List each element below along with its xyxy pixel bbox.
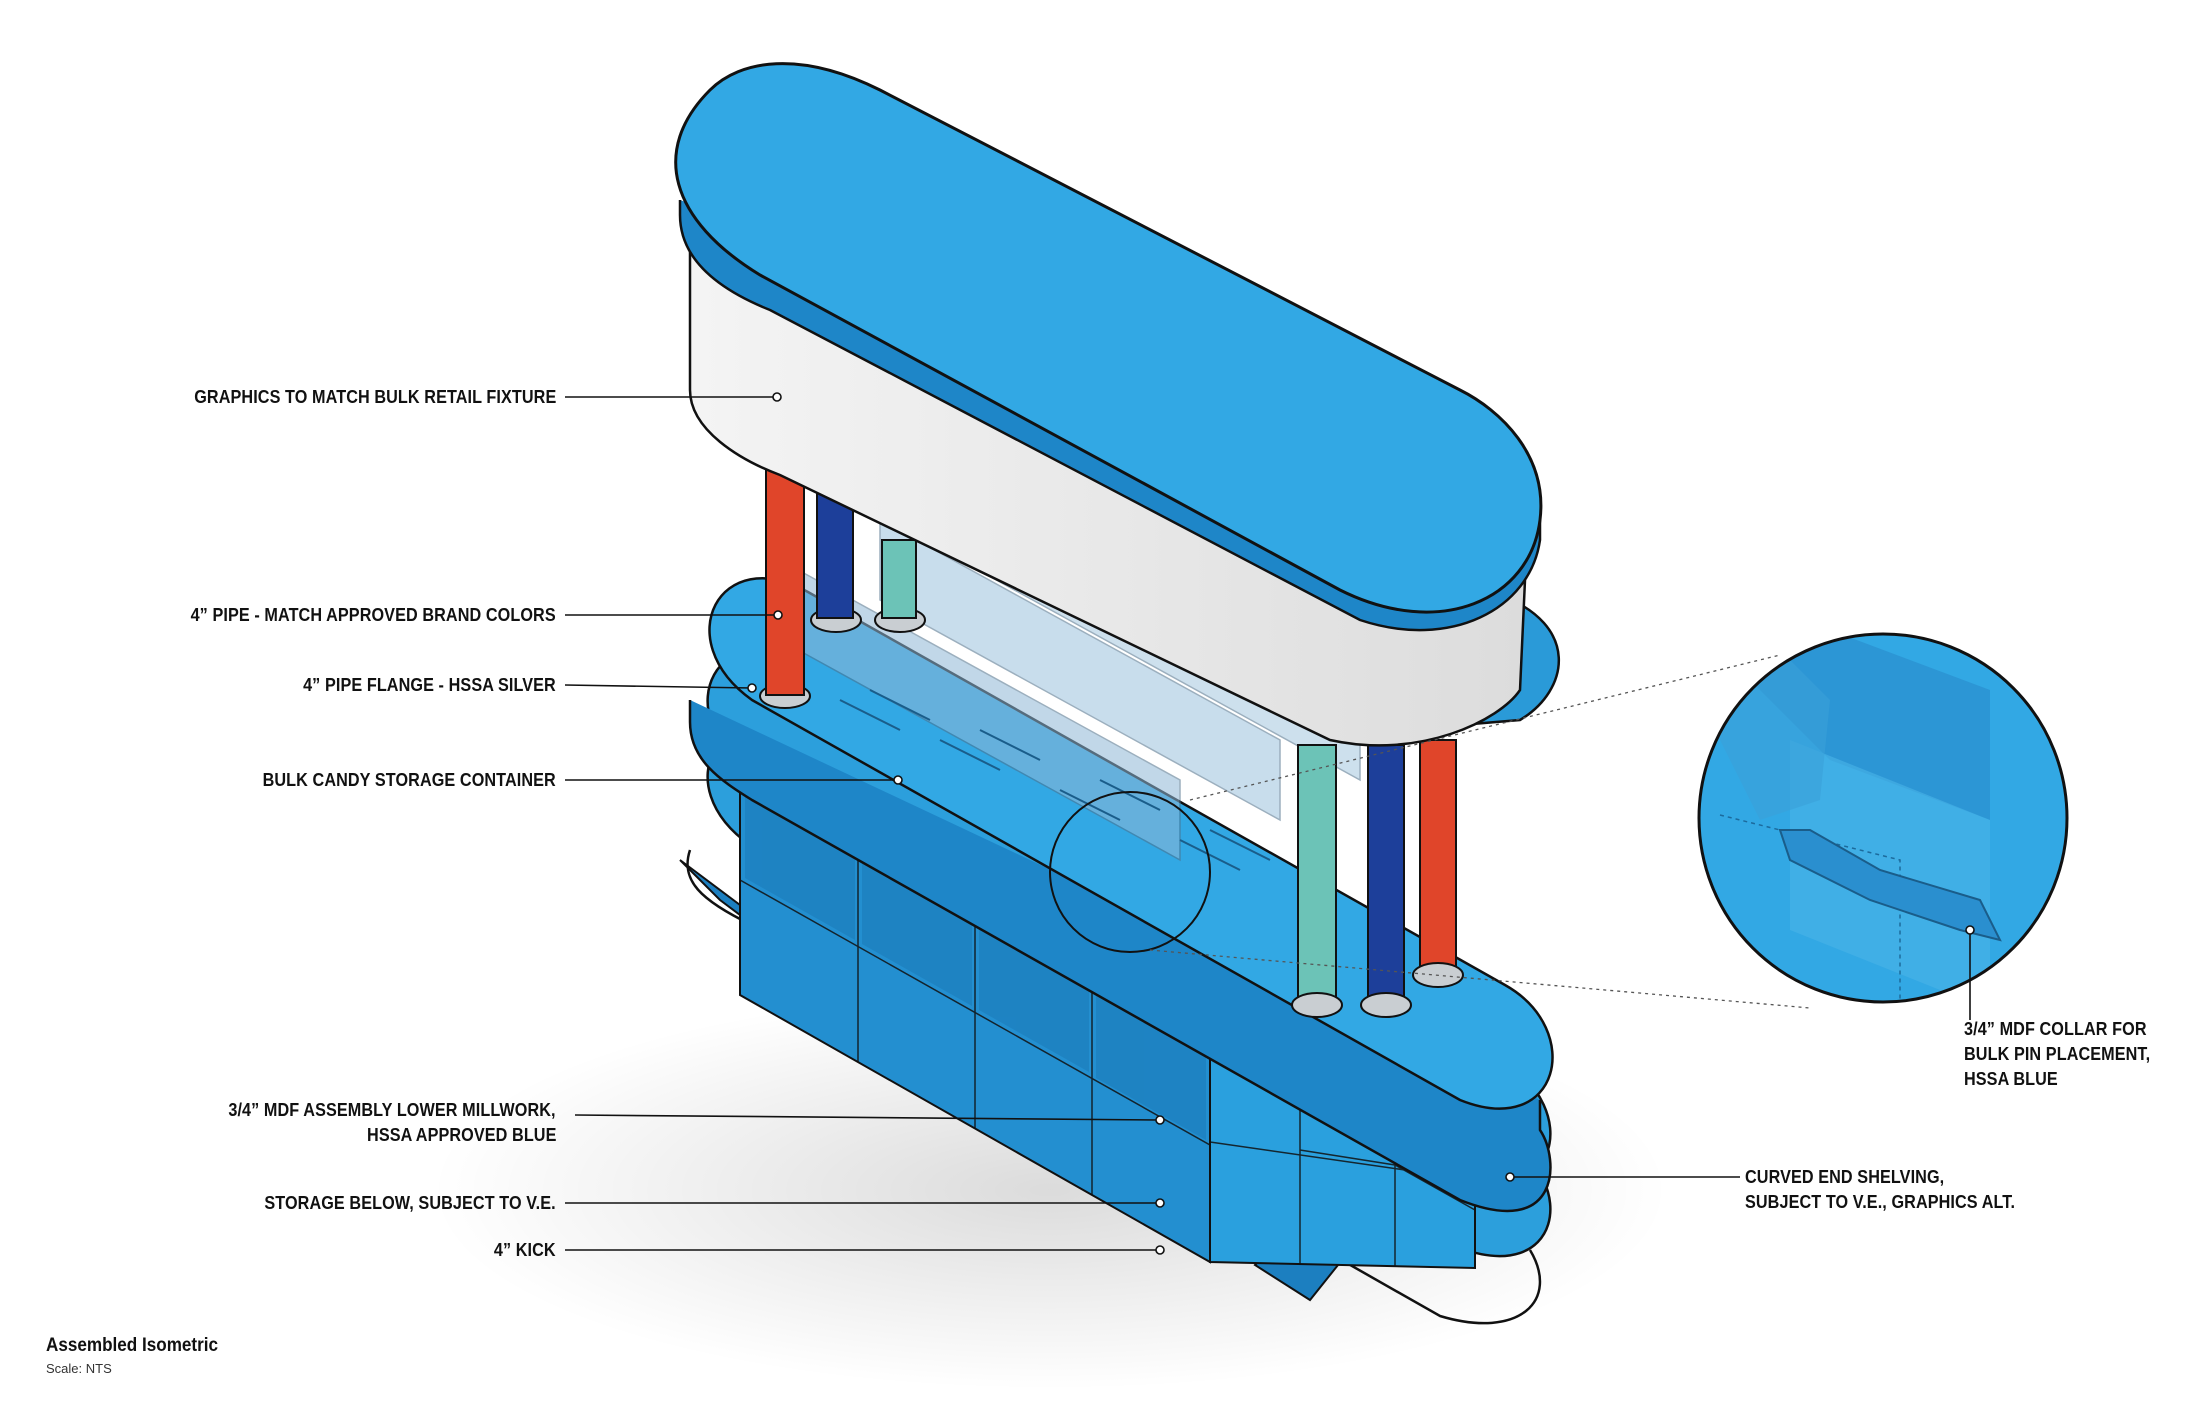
right-pipes (1291, 739, 1464, 1018)
left-pipes (759, 464, 926, 709)
label-flange: 4” PIPE FLANGE - HSSA SILVER (303, 675, 556, 695)
label-millwork-line-1: 3/4” MDF ASSEMBLY LOWER MILLWORK, (228, 1100, 556, 1120)
drawing-title: Assembled Isometric (46, 1335, 219, 1356)
label-curved-line-2: SUBJECT TO V.E., GRAPHICS ALT. (1745, 1192, 2016, 1212)
label-kick: 4” KICK (494, 1240, 556, 1260)
leader-lines (564, 396, 1971, 1251)
zoom-detail (1697, 632, 2069, 1004)
label-container: BULK CANDY STORAGE CONTAINER (262, 770, 556, 790)
label-curved-line-1: CURVED END SHELVING, (1745, 1167, 1945, 1187)
label-graphics: GRAPHICS TO MATCH BULK RETAIL FIXTURE (193, 387, 556, 407)
label-collar-line-1: 3/4” MDF COLLAR FOR (1964, 1019, 2147, 1039)
collar-pins (839, 689, 1271, 871)
label-storage: STORAGE BELOW, SUBJECT TO V.E. (264, 1193, 556, 1213)
label-collar-line-2: BULK PIN PLACEMENT, (1964, 1044, 2151, 1064)
canopy-top (674, 62, 1543, 632)
drawing-scale: Scale: NTS (46, 1361, 112, 1376)
leader-dots (747, 392, 1975, 1255)
detail-callout-circle (1049, 791, 1211, 953)
detail-projection-lines (1149, 654, 1811, 1009)
label-collar-line-3: HSSA BLUE (1964, 1069, 2058, 1089)
label-millwork-line-2: HSSA APPROVED BLUE (366, 1125, 556, 1145)
label-pipe: 4” PIPE - MATCH APPROVED BRAND COLORS (190, 605, 556, 625)
